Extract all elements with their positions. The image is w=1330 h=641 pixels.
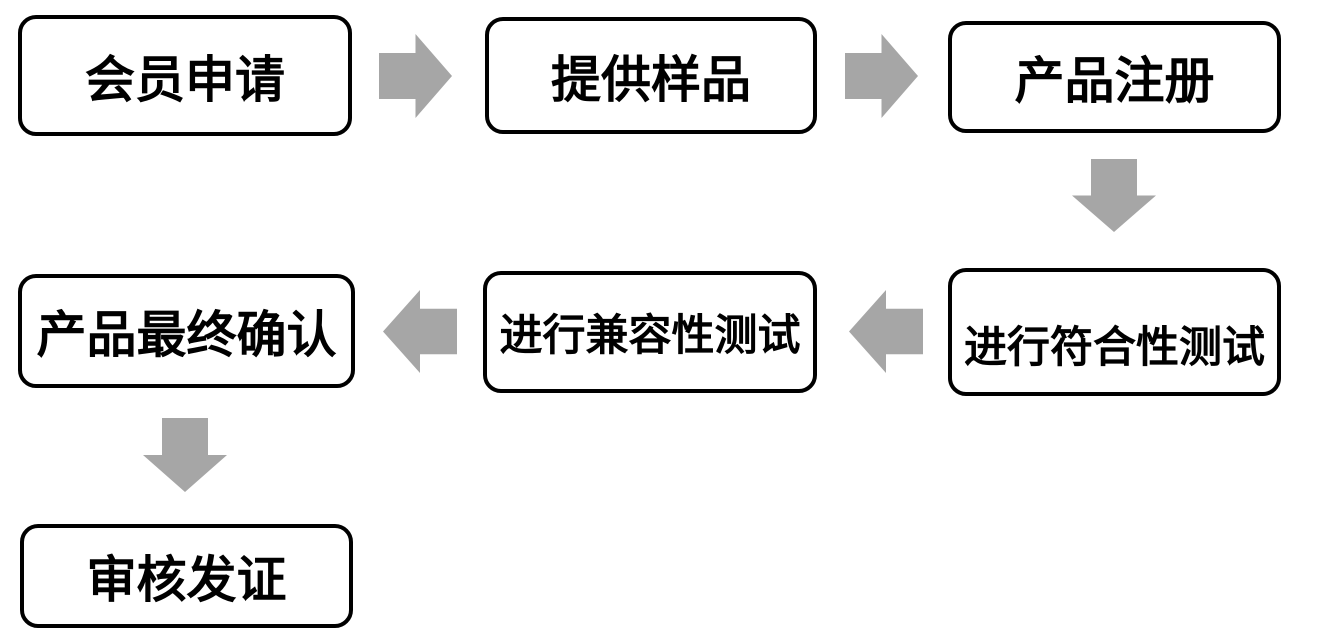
flow-node-conformance-test: 进行符合性测试 [948, 268, 1281, 396]
flow-node-label: 提供样品 [551, 50, 751, 109]
arrow-right-icon [845, 34, 918, 118]
flow-node-label: 进行兼容性测试 [499, 311, 801, 361]
flow-node-label: 审核发证 [86, 551, 287, 609]
flow-node-provide-samples: 提供样品 [485, 17, 817, 134]
flow-node-product-registration: 产品注册 [948, 21, 1281, 133]
flow-node-certification: 审核发证 [20, 524, 353, 628]
arrow-down-icon [143, 418, 227, 492]
flow-node-label: 进行符合性测试 [964, 323, 1265, 373]
flow-node-label: 会员申请 [85, 50, 285, 109]
arrow-right-icon [379, 34, 452, 118]
flow-node-final-confirmation: 产品最终确认 [18, 274, 355, 388]
flow-node-compatibility-test: 进行兼容性测试 [483, 271, 817, 393]
arrow-left-icon [849, 290, 923, 373]
flow-node-member-application: 会员申请 [18, 15, 352, 136]
arrow-down-icon [1072, 159, 1156, 232]
arrow-left-icon [383, 290, 457, 373]
flow-node-label: 产品最终确认 [36, 306, 337, 364]
flow-node-label: 产品注册 [1014, 52, 1215, 110]
